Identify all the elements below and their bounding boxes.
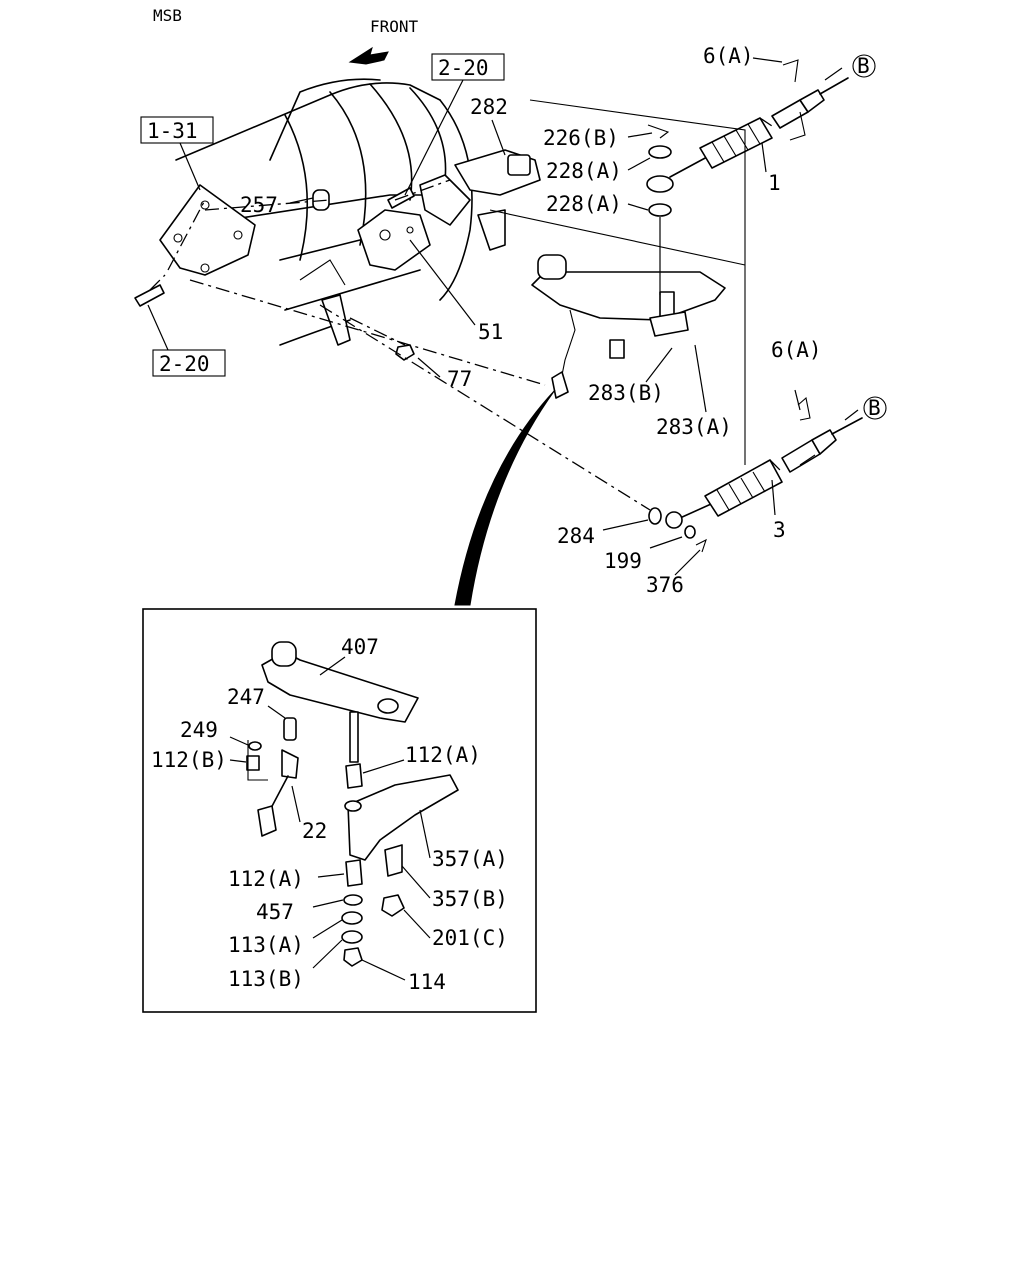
callout-284: 284 [557,524,595,548]
callout-283a: 283(A) [656,415,732,439]
shift-bracket-51 [357,174,471,271]
shift-cable-3 [679,396,863,519]
callout-112a-1: 112(A) [405,743,481,767]
callout-226b: 226(B) [543,126,619,150]
shift-lever-assembly [531,254,726,399]
callout-376: 376 [646,573,684,597]
callout-199: 199 [604,549,642,573]
ref-2-20-left: 2-20 [159,352,210,376]
callout-407: 407 [341,635,379,659]
front-arrow-icon [348,46,389,65]
washer-284 [648,507,662,525]
callout-112b: 112(B) [151,748,227,772]
transmission-housing [175,78,473,346]
detail-pointer [454,389,556,606]
diagram-code: MSB [153,6,182,25]
front-label: FRONT [370,17,419,36]
detail-box [142,608,537,1013]
callout-283b: 283(B) [588,381,664,405]
bushing-257 [312,189,330,211]
washer-228a-1 [648,145,672,159]
callout-b-top: B [857,54,870,78]
callout-1: 1 [768,171,781,195]
callout-113a: 113(A) [228,933,304,957]
callout-114: 114 [408,970,446,994]
callout-249: 249 [180,718,218,742]
callout-228a-1: 228(A) [546,159,622,183]
shift-cable-1 [669,59,849,178]
callout-77: 77 [447,367,472,391]
ref-1-31: 1-31 [147,119,198,143]
washer-228a-3 [648,203,672,217]
callout-457: 457 [256,900,294,924]
leader-lines [147,57,859,576]
detail-leaders [229,656,431,981]
ref-circle-b-mid [863,396,887,420]
ref-box-1-31 [140,116,214,144]
callout-51: 51 [478,320,503,344]
ref-box-2-20-top [431,53,505,81]
clip-226b [647,124,670,139]
callout-282: 282 [470,95,508,119]
callout-6a-mid: 6(A) [771,338,822,362]
detail-parts [246,641,459,967]
bolt-2-20-left [134,284,165,307]
callout-247: 247 [227,685,265,709]
callout-357b: 357(B) [432,887,508,911]
callout-112a-2: 112(A) [228,867,304,891]
callout-257: 257 [240,193,278,217]
washer-199 [684,525,696,539]
callout-b-mid: B [868,396,881,420]
ref-circle-b-top [852,54,876,78]
callout-201c: 201(C) [432,926,508,950]
callout-3: 3 [773,518,786,542]
mount-bracket [159,184,256,276]
ref-2-20-top: 2-20 [438,56,489,80]
ref-box-2-20-left [152,349,226,377]
callout-357a: 357(A) [432,847,508,871]
callout-22: 22 [302,819,327,843]
bracket-77 [321,294,351,346]
callout-228a-2: 228(A) [546,192,622,216]
cable-bracket-282 [454,149,541,251]
washer-199-a [665,511,683,529]
pin-376 [695,538,707,553]
washer-228a-2 [646,175,674,193]
callout-113b: 113(B) [228,967,304,991]
callout-6a-top: 6(A) [703,44,754,68]
guide-lines [149,99,816,511]
